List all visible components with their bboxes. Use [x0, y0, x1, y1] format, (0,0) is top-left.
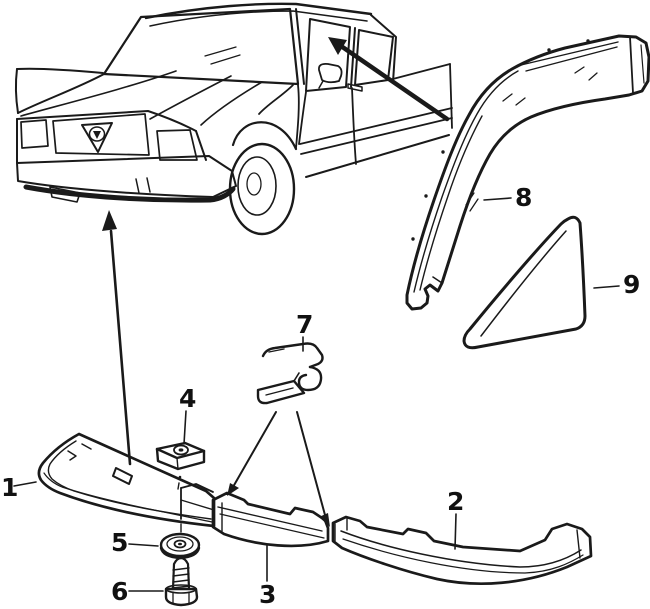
callout-2-number: 2	[447, 487, 464, 516]
arrow-to-side-window	[328, 37, 450, 122]
callout-7-number: 7	[296, 310, 313, 339]
car-mirror	[318, 62, 343, 89]
bumper-trim-highlight	[23, 184, 236, 203]
alfa-triangle-badge-icon	[81, 122, 113, 153]
callout-9-number: 9	[623, 270, 640, 299]
callout-9: 9	[593, 270, 640, 299]
callout-3-number: 3	[259, 580, 276, 609]
callout-8-number: 8	[515, 183, 532, 212]
car-illustration	[14, 2, 453, 236]
arrow-to-front-bumper	[102, 210, 132, 466]
quarter-panel-trim-part9	[462, 215, 587, 350]
clip-position-arrow-left	[227, 411, 277, 496]
callout-6-number: 6	[111, 577, 128, 606]
callout-1-number: 1	[1, 473, 18, 502]
retaining-clip-part7	[256, 342, 324, 405]
square-nut-part4	[155, 441, 206, 490]
car-grille-and-lights	[16, 110, 207, 161]
car-roof-and-glass	[102, 2, 397, 92]
callout-7: 7	[296, 310, 313, 352]
clip-position-arrow-right	[296, 411, 330, 527]
callout-5: 5	[111, 528, 159, 557]
bumper-trim-left-part1	[37, 432, 216, 528]
car-bumper	[16, 118, 237, 203]
callout-4: 4	[179, 384, 196, 445]
car-hood	[14, 67, 300, 149]
callout-2: 2	[447, 487, 464, 550]
callout-5-number: 5	[111, 528, 128, 557]
screw-part6	[164, 556, 199, 607]
callout-4-number: 4	[179, 384, 196, 413]
car-door-and-side	[298, 63, 453, 178]
part8-rivet-holes	[411, 39, 590, 241]
callout-8: 8	[483, 183, 532, 212]
callout-labels: 1 2 3 4 5 6 7 8	[1, 183, 640, 609]
bumper-trim-right-part2	[331, 515, 593, 586]
washer-part5	[159, 523, 201, 560]
bumper-trim-center-part3	[211, 491, 330, 548]
wheel-arch-molding-part8	[405, 34, 650, 311]
callout-6: 6	[111, 577, 164, 606]
part8-hatch-marks	[465, 66, 598, 212]
callout-1: 1	[1, 473, 37, 502]
car-front-wheel	[228, 121, 298, 236]
callout-3: 3	[259, 544, 276, 609]
